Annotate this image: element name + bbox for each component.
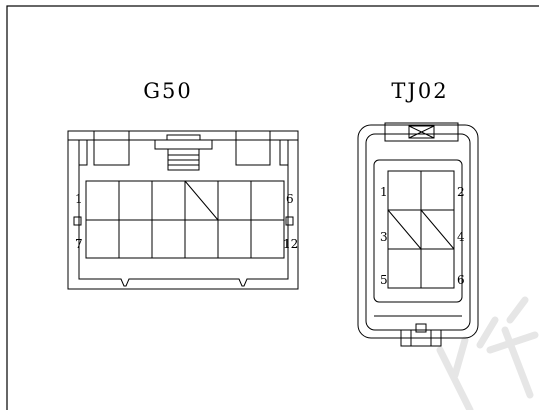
terminal-cavity-frame (373, 159, 463, 303)
latch-block-left (93, 131, 130, 166)
watermark-stroke (506, 296, 529, 324)
pin-number: 6 (286, 192, 294, 206)
bottom-lock-tab (415, 323, 427, 333)
watermark (436, 296, 539, 410)
lock-tab (154, 134, 213, 150)
watermark-stroke (436, 346, 474, 410)
latch-block-right (235, 131, 271, 166)
pin-number: 4 (457, 230, 465, 244)
pin-number: 12 (283, 237, 298, 251)
side-key-left (73, 216, 82, 226)
pin-number: 7 (75, 237, 83, 251)
bottom-lock (400, 329, 442, 347)
latch-rib-right (279, 140, 288, 166)
terminal-grid-column-lines (118, 181, 252, 258)
connector-tj02: TJ02 1 2 3 4 5 6 (357, 79, 479, 347)
pin-number: 5 (380, 273, 388, 287)
housing-outline (357, 124, 479, 339)
top-latch-cross (408, 125, 435, 139)
pin-number: 2 (457, 185, 465, 199)
connector-label: TJ02 (391, 79, 448, 103)
top-latch (384, 122, 459, 142)
housing-inner-wall (78, 140, 289, 287)
bottom-lock-ribs (410, 330, 432, 346)
pin-number: 3 (380, 230, 388, 244)
blank-cavity-mark (420, 209, 455, 250)
connector-label: G50 (143, 79, 193, 103)
watermark-stroke (501, 326, 534, 399)
pin-number: 1 (380, 185, 388, 199)
side-key-right (285, 216, 294, 226)
blank-cavity-mark (184, 180, 219, 221)
watermark-stroke (476, 316, 499, 349)
frame-border (6, 5, 539, 410)
housing-outline (67, 130, 299, 290)
watermark-stroke (451, 336, 469, 379)
connector-g50: G50 1 6 7 12 (67, 79, 299, 290)
top-latch-window (408, 125, 435, 139)
pin-number: 1 (75, 192, 83, 206)
pin-number: 6 (457, 273, 465, 287)
blank-cavity-mark (387, 209, 422, 250)
latch-rib-left (78, 140, 88, 166)
lock-tab-ribs (168, 154, 199, 166)
